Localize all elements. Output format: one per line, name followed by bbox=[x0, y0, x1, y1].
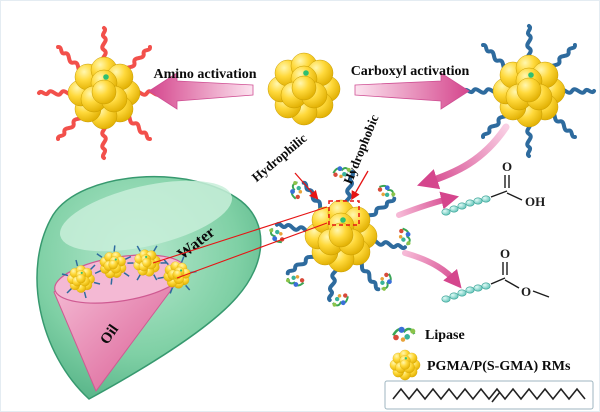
legend-rms-label: PGMA/P(S-GMA) RMs bbox=[427, 359, 571, 374]
ester-structure: O O bbox=[441, 246, 550, 303]
to-ester-arrow bbox=[402, 250, 462, 289]
carboxyl-activation-arrow bbox=[354, 72, 470, 110]
amino-activation-label: Amino activation bbox=[153, 67, 256, 82]
zoom-line-top bbox=[152, 206, 328, 264]
carboxyl-cluster-group bbox=[462, 24, 596, 158]
amino-activation-arrow bbox=[148, 72, 254, 110]
fatty-acid-structure: O OH bbox=[441, 159, 545, 216]
legend-lipase-label: Lipase bbox=[425, 328, 465, 343]
acid-hydroxyl-label: OH bbox=[525, 194, 545, 209]
plain-nanoparticle-cluster bbox=[267, 52, 341, 126]
ester-link-o-label: O bbox=[521, 284, 531, 299]
substrate-box bbox=[384, 380, 594, 410]
hydrophobic-label: Hydrophobic bbox=[340, 112, 382, 186]
legend: Lipase PGMA/P(S-GMA) RMs bbox=[384, 325, 594, 410]
carboxyl-activation-label: Carboxyl activation bbox=[351, 64, 470, 79]
hydrophilic-label: Hydrophilic bbox=[249, 130, 310, 185]
alkene-zigzag-icon bbox=[392, 387, 586, 401]
acid-carbonyl-o-label: O bbox=[502, 159, 512, 174]
zoom-line-bottom bbox=[176, 222, 328, 279]
functionalized-cluster-group bbox=[266, 165, 414, 310]
lipase-icon bbox=[391, 325, 417, 344]
hydrophilic-pointer-arrow bbox=[294, 172, 319, 200]
water-cone-mouth bbox=[59, 180, 233, 252]
to-acid-arrow bbox=[396, 191, 460, 218]
pickering-emulsion: Water Oil bbox=[36, 175, 262, 400]
amino-nanoparticle-cluster bbox=[67, 56, 141, 130]
carboxyl-nanoparticle-cluster bbox=[492, 54, 566, 128]
to-functionalized-arrow bbox=[417, 123, 510, 190]
double-bond-tick bbox=[491, 391, 501, 403]
hydrophobic-zoom-box bbox=[328, 200, 360, 226]
hydrophobic-pointer-arrow bbox=[351, 170, 369, 201]
rms-cluster-icon bbox=[389, 349, 421, 381]
amino-cluster-group bbox=[37, 26, 171, 160]
ester-carbonyl-o-label: O bbox=[500, 246, 510, 261]
